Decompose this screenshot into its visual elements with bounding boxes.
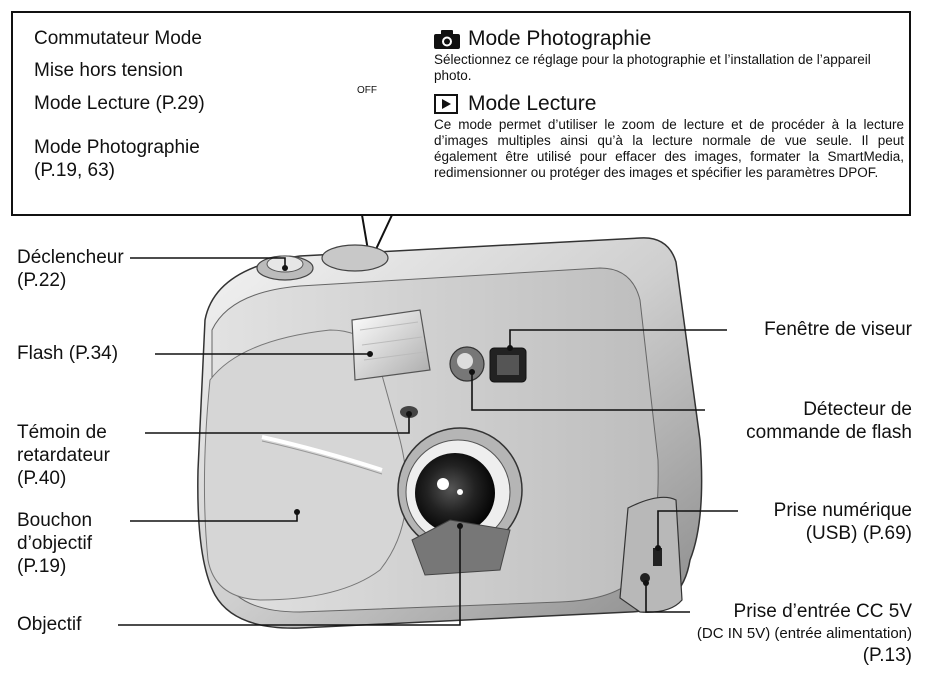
timer-label-line3: (P.40) xyxy=(17,468,67,489)
flash-label: Flash (P.34) xyxy=(17,343,119,364)
play-icon xyxy=(434,94,458,114)
flash-sensor-label-line1: Détecteur de xyxy=(803,399,912,420)
photo-mode-title: Mode Photographie xyxy=(468,27,652,50)
usb-port-label-line2: (USB) (P.69) xyxy=(805,523,912,544)
dc-input-label-line1: Prise d’entrée CC 5V xyxy=(733,601,912,622)
viewfinder-label: Fenêtre de viseur xyxy=(764,319,912,340)
lens-label: Objectif xyxy=(17,614,82,635)
camera-icon xyxy=(434,30,460,49)
timer-label-line1: Témoin de xyxy=(17,422,107,443)
power-off-label: Mise hors tension xyxy=(34,60,183,81)
lens-cap-label-line1: Bouchon xyxy=(17,510,93,531)
usb-port-label-line1: Prise numérique xyxy=(773,500,912,521)
shutter-label-line2: (P.22) xyxy=(17,270,67,291)
photo-mode-description: Sélectionnez ce réglage pour la photogra… xyxy=(434,52,871,83)
dial-off-label: OFF xyxy=(357,85,377,96)
playback-mode-title: Mode Lecture xyxy=(468,92,597,115)
mode-switch-callout xyxy=(11,11,911,216)
playback-mode-description: Ce mode permet d’utiliser le zoom de lec… xyxy=(434,117,904,180)
mode-switch-title: Commutateur Mode xyxy=(34,28,202,49)
shutter-label-line1: Déclencheur xyxy=(17,247,124,268)
photo-mode-label-line1: Mode Photographie xyxy=(34,137,200,158)
photo-mode-label-line2: (P.19, 63) xyxy=(34,160,115,181)
dc-input-label-line3: (P.13) xyxy=(862,645,912,666)
flash-sensor-label-line2: commande de flash xyxy=(746,422,912,443)
part-leader-lines xyxy=(118,257,738,626)
playback-mode-label: Mode Lecture (P.29) xyxy=(34,93,205,114)
lens-cap-label-line3: (P.19) xyxy=(17,556,67,577)
lens-cap-label-line2: d’objectif xyxy=(17,533,92,554)
dc-input-label-line2: (DC IN 5V) (entrée alimentation) xyxy=(696,625,912,642)
timer-label-line2: retardateur xyxy=(17,445,110,466)
